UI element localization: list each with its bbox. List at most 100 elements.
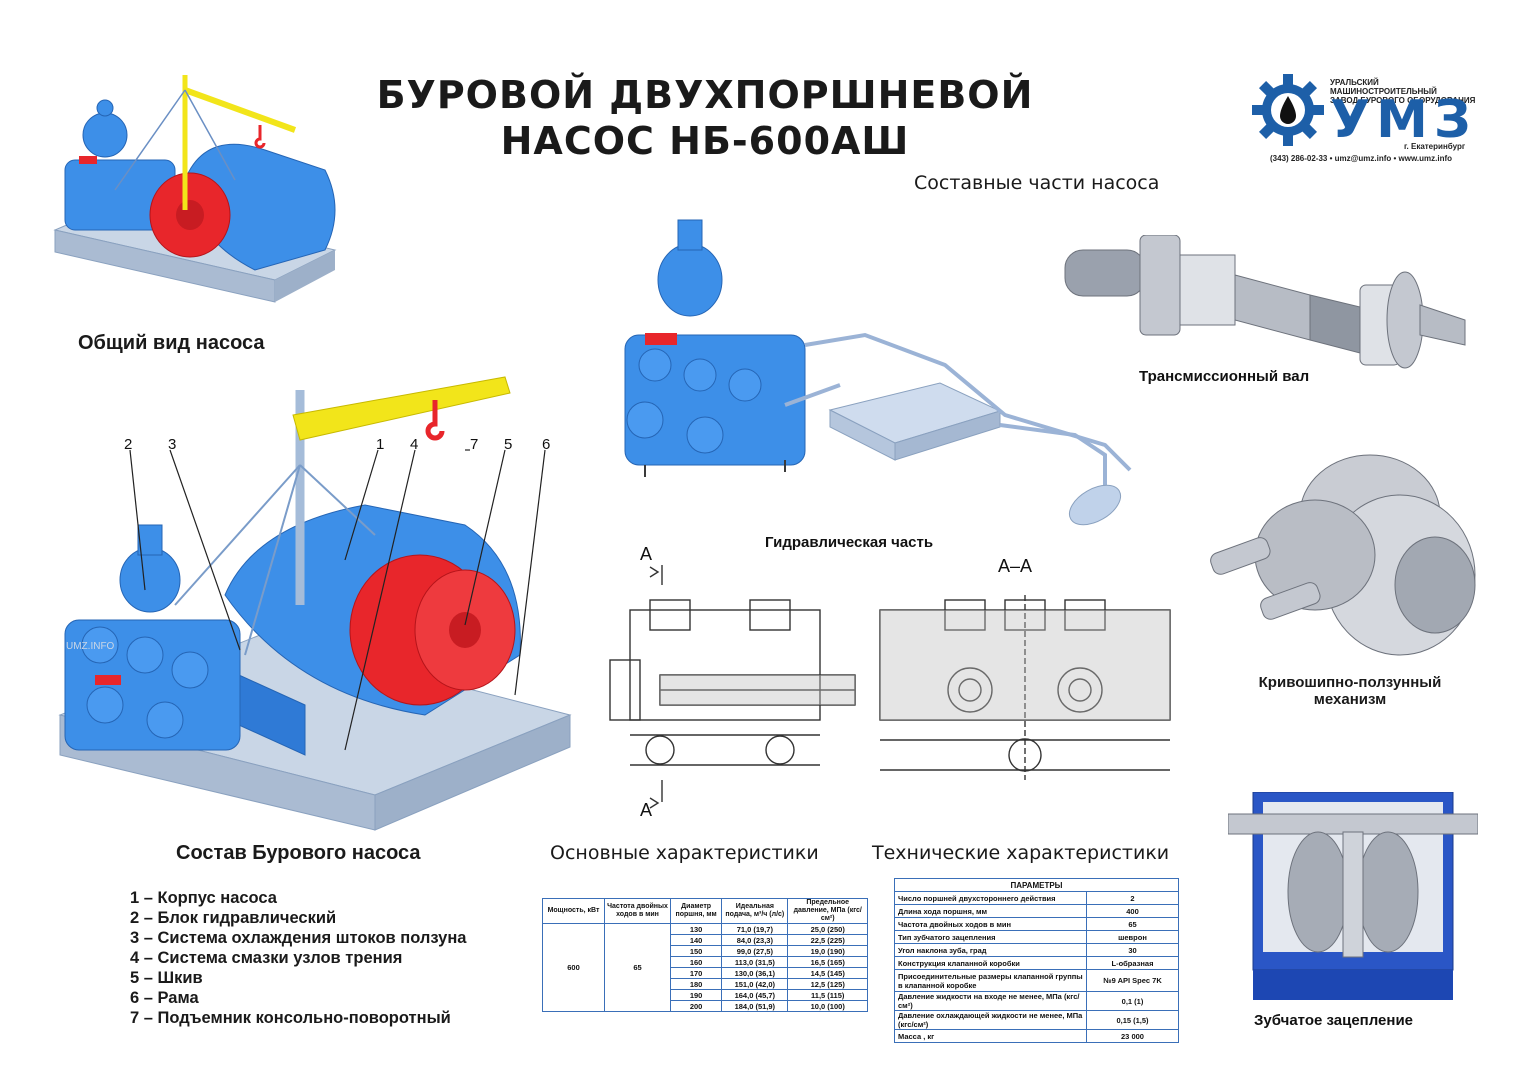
param-name: Давление жидкости на входе не менее, МПа… (894, 991, 1087, 1011)
table-cell: 22,5 (225) (787, 934, 868, 946)
table-cell: 71,0 (19,7) (721, 923, 789, 935)
section-label-a-bottom: А (640, 800, 653, 820)
param-value: 23 000 (1086, 1029, 1179, 1043)
table-cell: 25,0 (250) (787, 923, 868, 935)
param-value: L-образная (1086, 956, 1179, 970)
table-row: 600 65 130 71,0 (19,7) 25,0 (250) (542, 923, 868, 1012)
param-value: 0,1 (1) (1086, 991, 1179, 1011)
caption-crank-line-2: механизм (1313, 691, 1387, 708)
section-label-a-top: А (640, 544, 653, 564)
legend-item: 1 – Корпус насоса (130, 889, 277, 907)
callout-2: 2 (124, 436, 133, 453)
table-header-row: ПАРАМЕТРЫ (894, 878, 1179, 892)
pump-composition-image (58, 376, 572, 831)
column-header: Мощность, кВт (542, 898, 605, 924)
table-cell: 10,0 (100) (787, 1000, 868, 1012)
table-cell: 160 (669, 956, 723, 968)
table-cell: 180 (669, 978, 723, 990)
table-cell: 14,5 (145) (787, 967, 868, 979)
table-cell: 84,0 (23,3) (721, 934, 789, 946)
section-label-aa: А–А (998, 556, 1033, 576)
param-value: шеврон (1086, 930, 1179, 944)
table-cell: 190 (669, 989, 723, 1001)
table-cell: 130,0 (36,1) (721, 967, 789, 979)
param-value: 400 (1086, 904, 1179, 918)
caption-technical-characteristics: Технические характеристики (872, 842, 1170, 864)
table-cell: 184,0 (51,9) (721, 1000, 789, 1012)
column-header: Предельное давление, МПа (кгс/см²) (787, 898, 868, 924)
main-characteristics-table: Мощность, кВт Частота двойных ходов в ми… (542, 898, 868, 1012)
caption-crank-line-1: Кривошипно-ползунный (1258, 674, 1442, 691)
param-value: №9 API Spec 7K (1086, 969, 1179, 992)
param-name: Угол наклона зуба, град (894, 943, 1087, 957)
param-name: Давление охлаждающей жидкости не менее, … (894, 1010, 1087, 1030)
title-line-1: БУРОВОЙ ДВУХПОРШНЕВОЙ (376, 73, 1034, 117)
table-cell: 113,0 (31,5) (721, 956, 789, 968)
legend-item: 7 – Подъемник консольно-поворотный (130, 1009, 451, 1027)
gear-engagement-image (1228, 792, 1478, 1000)
section-drawing-a (609, 565, 1171, 809)
company-logo: УРАЛЬСКИЙ МАШИНОСТРОИТЕЛЬНЫЙ ЗАВОД БУРОВ… (1252, 70, 1482, 165)
table-cell: 19,0 (190) (787, 945, 868, 957)
table-cell: 130 (669, 923, 723, 935)
table-row: Присоединительные размеры клапанной груп… (894, 969, 1179, 992)
components-legend: 1 – Корпус насоса 2 – Блок гидравлически… (130, 888, 467, 1028)
caption-hydraulic-part: Гидравлическая часть (765, 534, 934, 551)
table-cell: 150 (669, 945, 723, 957)
param-name: Конструкция клапанной коробки (894, 956, 1087, 970)
page-title: БУРОВОЙ ДВУХПОРШНЕВОЙ НАСОС НБ-600АШ (300, 72, 1110, 164)
table-cell: 200 (669, 1000, 723, 1012)
title-line-2: НАСОС НБ-600АШ (500, 119, 910, 163)
crank-mechanism-image (1210, 454, 1476, 656)
logo-line-2: ЗАВОД БУРОВОГО ОБОРУДОВАНИЯ (1330, 96, 1476, 105)
table-cell: 99,0 (27,5) (721, 945, 789, 957)
param-name: Тип зубчатого зацепления (894, 930, 1087, 944)
logo-city: г. Екатеринбург (1404, 142, 1466, 151)
table-row: Давление охлаждающей жидкости не менее, … (894, 1010, 1179, 1030)
column-header: Диаметр поршня, мм (669, 898, 723, 924)
general-view-pump-image (53, 75, 337, 303)
table-cell: 12,5 (125) (787, 978, 868, 990)
power-cell: 600 (542, 923, 605, 1012)
technical-characteristics-table: ПАРАМЕТРЫ Число поршней двухстороннего д… (894, 878, 1179, 1043)
param-name: Присоединительные размеры клапанной груп… (894, 969, 1087, 992)
transmission-shaft-image (1064, 235, 1466, 369)
param-name: Длина хода поршня, мм (894, 904, 1087, 918)
table-cell: 164,0 (45,7) (721, 989, 789, 1001)
caption-transmission-shaft: Трансмиссионный вал (1139, 368, 1310, 385)
table-cell: 170 (669, 967, 723, 979)
table-row: Давление жидкости на входе не менее, МПа… (894, 991, 1179, 1011)
watermark: UMZ.INFO (66, 641, 115, 652)
logo-brand: УМЗ (1330, 90, 1477, 150)
callout-6: 6 (542, 436, 551, 453)
callout-1: 1 (376, 436, 385, 453)
strokes-cell: 65 (604, 923, 671, 1012)
gear-logo-icon (1252, 74, 1324, 146)
column-header: Частота двойных ходов в мин (604, 898, 671, 924)
callout-3: 3 (168, 436, 177, 453)
caption-crank-mechanism: Кривошипно-ползунный механизм (1220, 674, 1480, 708)
legend-item: 3 – Система охлаждения штоков ползуна (130, 929, 467, 947)
caption-pump-composition: Состав Бурового насоса (176, 842, 421, 864)
legend-item: 4 – Система смазки узлов трения (130, 949, 403, 967)
param-name: Масса , кг (894, 1029, 1087, 1043)
table-cell: 151,0 (42,0) (721, 978, 789, 990)
param-value: 65 (1086, 917, 1179, 931)
legend-item: 2 – Блок гидравлический (130, 909, 337, 927)
legend-item: 6 – Рама (130, 989, 199, 1007)
logo-line-1: УРАЛЬСКИЙ МАШИНОСТРОИТЕЛЬНЫЙ (1330, 78, 1437, 96)
table-cell: 11,5 (115) (787, 989, 868, 1001)
caption-gear-engagement: Зубчатое зацепление (1254, 1012, 1414, 1029)
param-value: 2 (1086, 891, 1179, 905)
param-value: 30 (1086, 943, 1179, 957)
